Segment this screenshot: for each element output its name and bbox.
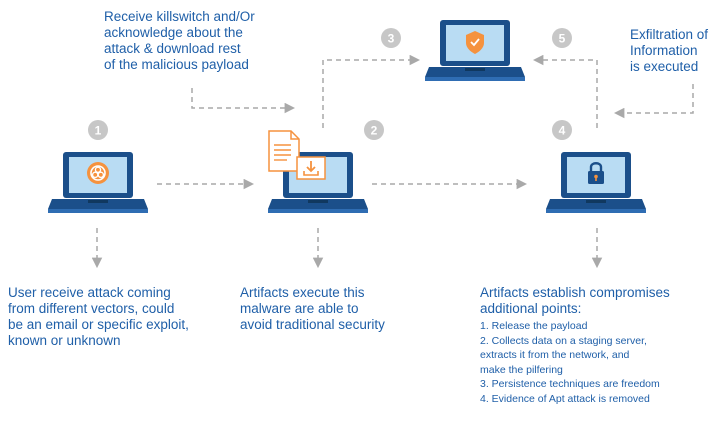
step-number-4: 4 (559, 124, 566, 138)
arrow-killswitch-to-2 (191, 88, 296, 114)
step-number-3: 3 (388, 32, 395, 46)
establish-point-1: 1. Release the payload (480, 320, 588, 332)
arrow-4-to-3 (532, 54, 598, 128)
step-number-2: 2 (371, 124, 378, 138)
exfiltration-label: Exfiltration of Information is executed (630, 27, 709, 74)
establish-point-3: 3. Persistence techniques are freedom (480, 378, 660, 390)
laptop-3 (425, 20, 525, 81)
document-download-icon (268, 130, 326, 180)
step-badge-5 (552, 28, 572, 48)
laptop-4 (546, 152, 646, 213)
laptop-1 (48, 152, 148, 213)
biohazard-icon (87, 162, 109, 184)
killswitch-label: Receive killswitch and/Or acknowledge ab… (104, 9, 255, 72)
step-badge-3 (381, 28, 401, 48)
step-number-1: 1 (95, 124, 102, 138)
step-badge-2 (364, 120, 384, 140)
shield-check-icon (466, 31, 484, 54)
step-number-5: 5 (559, 32, 566, 46)
step-badge-4 (552, 120, 572, 140)
user-attack-label: User receive attack coming from differen… (8, 285, 189, 348)
establish-points-list: 1. Release the payload 2. Collects data … (480, 319, 660, 406)
arrow-exfiltration-to-4 (613, 84, 694, 119)
artifacts-execute-label: Artifacts execute this malware are able … (240, 285, 385, 332)
padlock-icon (588, 162, 604, 184)
establish-point-2: 2. Collects data on a staging server, ex… (480, 334, 647, 376)
establish-point-4: 4. Evidence of Apt attack is removed (480, 392, 650, 405)
step-badge-1 (88, 120, 108, 140)
artifacts-establish-label: Artifacts establish compromises addition… (480, 285, 670, 316)
arrow-2-to-3 (322, 54, 421, 128)
